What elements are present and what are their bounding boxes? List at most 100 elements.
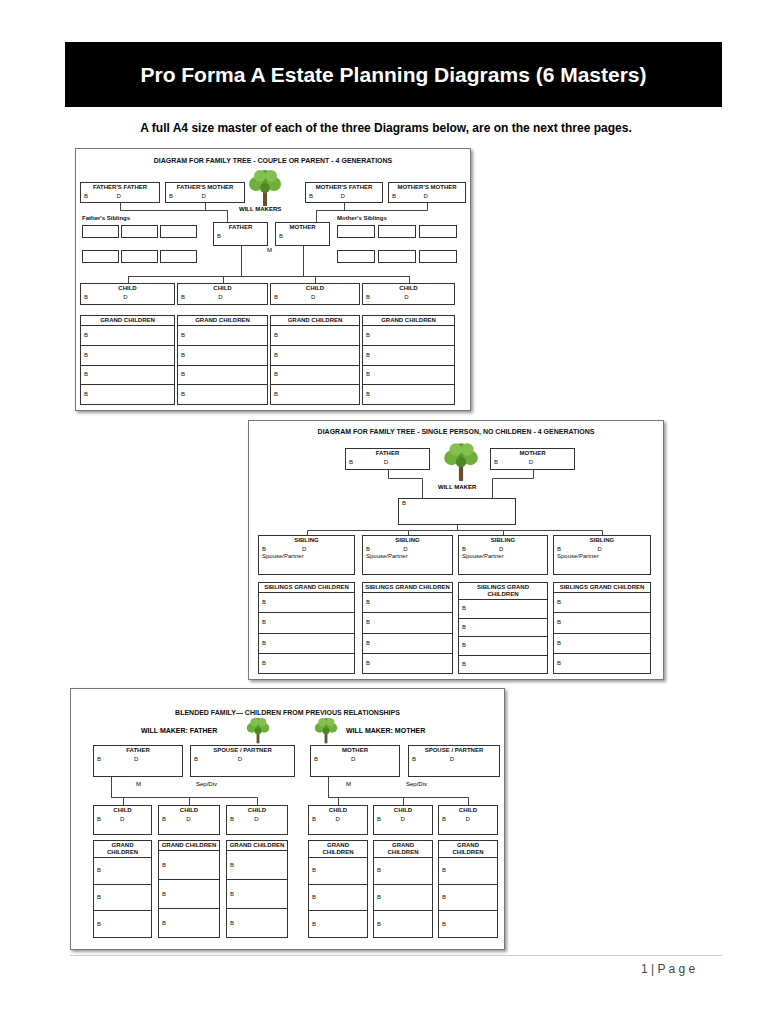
field-row: B xyxy=(399,499,515,508)
field-row: BD xyxy=(311,755,399,764)
field-cell: B xyxy=(227,850,287,879)
field-cell: B xyxy=(439,857,497,884)
family-line xyxy=(112,777,258,805)
box-heading: CHILD xyxy=(363,284,454,293)
family-line xyxy=(389,470,423,498)
field-cell: B xyxy=(439,884,497,911)
field-text: D xyxy=(116,193,148,200)
family-line xyxy=(224,246,242,283)
field-row: B xyxy=(214,232,267,241)
field-text: D xyxy=(598,546,639,553)
field-cell: B xyxy=(178,325,267,345)
child-box: CHILDBD xyxy=(226,805,288,835)
box-heading: GRAND CHILDREN xyxy=(227,841,287,850)
field-row: BD xyxy=(227,815,287,824)
box-heading: CHILD xyxy=(227,806,287,815)
field-text: B xyxy=(312,816,335,823)
field-cell: B xyxy=(374,884,432,911)
grandchildren-column: GRAND CHILDRENBBBB xyxy=(362,315,455,405)
field-cell: B xyxy=(159,879,219,908)
sibling-box: SIBLINGBDSpouse/Partner xyxy=(258,535,355,575)
field-row: BD xyxy=(94,815,151,824)
field-text: B xyxy=(181,294,218,301)
field-cell: B xyxy=(178,345,267,365)
spouse-box: SPOUSE / PARTNERBD xyxy=(408,745,500,777)
field-cell: B xyxy=(271,365,359,385)
sibling-box: SIBLINGBDSpouse/Partner xyxy=(553,535,651,575)
grandchildren-column: SIBLINGS GRAND CHILDRENBBBB xyxy=(458,582,548,674)
field-cell: B xyxy=(227,879,287,908)
box-heading: FATHER xyxy=(346,449,429,458)
family-line xyxy=(206,203,228,222)
field-text: D xyxy=(201,193,233,200)
field-cell: B xyxy=(309,910,367,937)
field-cell: B xyxy=(94,884,151,911)
field-text: B xyxy=(402,500,452,507)
field-text: D xyxy=(123,294,162,301)
family-line xyxy=(458,525,603,535)
grandchildren-column: GRAND CHILDRENBBBB xyxy=(80,315,175,405)
box-heading: SIBLINGS GRAND CHILDREN xyxy=(459,583,547,599)
grandchildren-column: SIBLINGS GRAND CHILDRENBBBB xyxy=(362,582,453,674)
family-line xyxy=(224,246,304,283)
field-row: BD xyxy=(191,755,294,764)
diagram-label: Sep/Div xyxy=(195,781,218,788)
field-text: B xyxy=(262,546,302,553)
field-text: B xyxy=(349,459,384,466)
field-text: D xyxy=(404,294,442,301)
family-line xyxy=(329,777,404,805)
box-heading: GRAND CHILDREN xyxy=(178,316,267,325)
field-text: B xyxy=(366,294,404,301)
page-number: 1 | P a g e xyxy=(640,962,696,976)
sibling-group: Mother's Siblings xyxy=(335,214,460,272)
tree-icon xyxy=(315,718,337,743)
field-cell: B xyxy=(459,599,547,618)
box-heading: GRAND CHILDREN xyxy=(363,316,454,325)
box-heading: MOTHER xyxy=(311,746,399,755)
box-heading: GRAND CHILDREN xyxy=(94,841,151,857)
grandchildren-column: GRAND CHILDRENBBBB xyxy=(177,315,268,405)
box-heading: MOTHER'S MOTHER xyxy=(389,183,465,192)
field-cell: B xyxy=(259,612,354,632)
field-text: B xyxy=(97,756,134,763)
field-text: D xyxy=(335,816,358,823)
box-heading: Mother's Siblings xyxy=(335,214,460,223)
field-cell: B xyxy=(271,325,359,345)
field-cell: B xyxy=(81,384,174,404)
field-cell: B xyxy=(178,384,267,404)
box-heading: DIAGRAM FOR FAMILY TREE - SINGLE PERSON,… xyxy=(249,421,663,437)
diagram-label: M xyxy=(345,781,352,788)
field-cell: B xyxy=(259,633,354,653)
field-cell: B xyxy=(374,910,432,937)
box-heading: CHILD xyxy=(178,284,267,293)
field-text: D xyxy=(120,816,143,823)
field-text: D xyxy=(218,294,255,301)
diagram-label: WILL MAKER: MOTHER xyxy=(345,727,426,735)
box-heading: SIBLINGS GRAND CHILDREN xyxy=(554,583,650,592)
field-text: B xyxy=(494,459,529,466)
diagram-label: M xyxy=(266,247,273,254)
field-cell: B xyxy=(81,325,174,345)
field-text: Spouse/Partner xyxy=(366,553,408,560)
box-heading: BLENDED FAMILY— CHILDREN FROM PREVIOUS R… xyxy=(71,689,504,718)
box-heading: SIBLINGS GRAND CHILDREN xyxy=(259,583,354,592)
tree-icon xyxy=(249,170,281,206)
box-heading: GRAND CHILDREN xyxy=(309,841,367,857)
sibling-group: Father's Siblings xyxy=(80,214,200,272)
box-heading: SPOUSE / PARTNER xyxy=(409,746,499,755)
field-text: B xyxy=(194,756,238,763)
field-text: B xyxy=(557,546,598,553)
field-text: B xyxy=(309,193,341,200)
family-line xyxy=(304,246,410,283)
field-cell: B xyxy=(363,592,452,612)
field-row: BD xyxy=(271,293,359,302)
box-heading: GRAND CHILDREN xyxy=(271,316,359,325)
child-box: CHILDBD xyxy=(308,805,368,835)
family-line xyxy=(112,777,124,805)
family-line xyxy=(329,777,469,805)
field-row: BDSpouse/Partner xyxy=(259,545,354,561)
family-line xyxy=(242,246,316,283)
diagram-label: WILL MAKER xyxy=(437,484,477,491)
sibling-boxes xyxy=(83,226,457,263)
